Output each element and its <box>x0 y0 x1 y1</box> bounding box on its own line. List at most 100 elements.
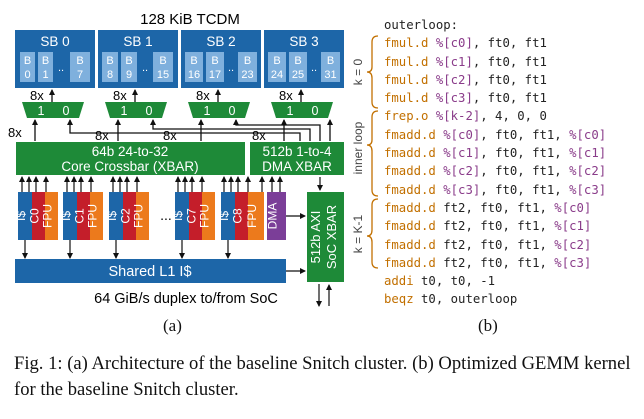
icache-label: I$ <box>14 211 28 221</box>
code-operand-var: %[c2] <box>569 164 607 179</box>
code-text: , ft0, ft1 <box>472 91 547 106</box>
code-text: t0, outerloop <box>421 292 518 307</box>
soc-crossbar: 512b AXI SoC XBAR <box>307 192 344 282</box>
code-opcode: addi <box>384 274 422 289</box>
bank-index: 7 <box>77 69 83 81</box>
code-opcode: fmadd.d <box>384 219 444 234</box>
code-operand-var: %[c0] <box>435 36 473 51</box>
bank-dots: .. <box>58 62 64 74</box>
code-line: fmul.d %[c2], ft0, ft1 <box>384 71 606 89</box>
bank-index: 16 <box>188 69 200 81</box>
core-box <box>235 192 248 240</box>
superbank-label: SB 0 <box>40 34 69 49</box>
fpu-label: FPU <box>86 204 100 228</box>
code-opcode: fmul.d <box>384 36 436 51</box>
superbank-1: SB 1 B 8 B 9 .. B 15 <box>98 30 178 88</box>
superbank-label: SB 3 <box>289 34 318 49</box>
bank-box <box>102 52 118 82</box>
code-operand-var: %[c3] <box>569 182 607 197</box>
fpu-box <box>202 192 215 240</box>
bank-letter: B <box>294 55 301 67</box>
soc-link-label: 64 GiB/s duplex to/from SoC <box>94 291 278 307</box>
icache-box <box>18 192 32 240</box>
code-operand-var: %[c3] <box>554 255 592 270</box>
code-operand-var: %[c1] <box>443 146 481 161</box>
mux-input: 1 <box>38 104 45 118</box>
code-line: fmadd.d ft2, ft0, ft1, %[c0] <box>384 199 606 217</box>
bank-links <box>49 89 304 102</box>
bank-letter: B <box>159 55 166 67</box>
code-line: fmadd.d ft2, ft0, ft1, %[c3] <box>384 254 606 272</box>
core-c0: I$ C0 FPU <box>14 192 58 240</box>
code-opcode: fmul.d <box>384 72 436 87</box>
dma-links <box>277 176 323 219</box>
code-text: , ft0, ft1, <box>480 164 570 179</box>
subfigure-label-b: (b) <box>478 316 498 335</box>
icache-box <box>63 192 77 240</box>
bank-index: 31 <box>324 69 336 81</box>
soc-links <box>316 284 332 307</box>
code-text: , 4, 0, 0 <box>480 109 547 124</box>
mux-2: 1 0 <box>188 102 250 118</box>
core-c8: I$ C8 FPU <box>217 192 264 240</box>
code-operand-var: %[c0] <box>569 127 607 142</box>
core-xbar-line2: Core Crossbar (XBAR) <box>61 159 198 174</box>
soc-xbar-line1: 512b AXI <box>308 211 323 264</box>
code-line: fmadd.d ft2, ft0, ft1, %[c2] <box>384 236 606 254</box>
bank-box <box>206 52 224 82</box>
bank-letter: B <box>190 55 197 67</box>
fpu-box <box>45 192 58 240</box>
bank-letter: B <box>76 55 83 67</box>
code-line: frep.o %[k-2], 4, 0, 0 <box>384 107 606 125</box>
core-box <box>77 192 90 240</box>
core-xbar-line1: 64b 24-to-32 <box>92 144 169 159</box>
superbank-0: SB 0 B 0 B 1 .. B 7 <box>15 30 95 88</box>
tcdm-title: 128 KiB TCDM <box>140 11 240 28</box>
code-line: fmadd.d %[c1], ft0, ft1, %[c1] <box>384 144 606 162</box>
core-label: C7 <box>185 208 199 224</box>
code-opcode: fmadd.d <box>384 127 444 142</box>
core-c2: I$ C2 FPU <box>105 192 149 240</box>
mult-label: 8x <box>113 88 127 103</box>
code-line: fmadd.d %[c3], ft0, ft1, %[c3] <box>384 181 606 199</box>
code-operand-var: %[c3] <box>435 91 473 106</box>
code-operand-var: %[c3] <box>443 182 481 197</box>
core-box <box>189 192 202 240</box>
code-opcode: fmadd.d <box>384 255 444 270</box>
core-crossbar: 64b 24-to-32 Core Crossbar (XBAR) <box>16 142 245 175</box>
code-operand-var: %[c2] <box>443 164 481 179</box>
bank-box <box>238 52 257 82</box>
fpu-box <box>136 192 149 240</box>
figure-caption: Fig. 1: (a) Architecture of the baseline… <box>14 353 631 400</box>
superbank-2: SB 2 B 16 B 17 .. B 23 <box>181 30 261 88</box>
core-box <box>32 192 45 240</box>
bank-letter: B <box>273 55 280 67</box>
code-opcode: fmadd.d <box>384 200 444 215</box>
superbank-label: SB 2 <box>206 34 235 49</box>
icache-box <box>109 192 123 240</box>
icache-label: I$ <box>171 211 185 221</box>
code-operand-var: %[c0] <box>554 200 592 215</box>
fpu-label: FPU <box>198 204 212 228</box>
mux-input: 1 <box>204 104 211 118</box>
fpu-label: FPU <box>41 204 55 228</box>
shared-icache: Shared L1 I$ <box>15 259 286 283</box>
code-text: ft2, ft0, ft1, <box>443 219 555 234</box>
core-box <box>123 192 136 240</box>
core-links <box>19 176 275 192</box>
bank-letter: B <box>106 55 113 67</box>
code-operand-var: %[c1] <box>554 219 592 234</box>
code-line: fmadd.d %[c2], ft0, ft1, %[c2] <box>384 162 606 180</box>
icache-label: I$ <box>217 211 231 221</box>
code-text: ft2, ft0, ft1, <box>443 255 555 270</box>
bank-letter: B <box>24 55 31 67</box>
mux-input: 1 <box>287 104 294 118</box>
code-text: outerloop: <box>384 18 459 32</box>
code-operand-var: %[c2] <box>554 237 592 252</box>
icache-box <box>175 192 189 240</box>
brace-label-kK1: k = K-1 <box>351 215 365 254</box>
mux-1: 1 0 <box>105 102 167 118</box>
bank-letter: B <box>244 55 251 67</box>
core-c1: I$ C1 FPU <box>59 192 103 240</box>
bank-box <box>321 52 340 82</box>
